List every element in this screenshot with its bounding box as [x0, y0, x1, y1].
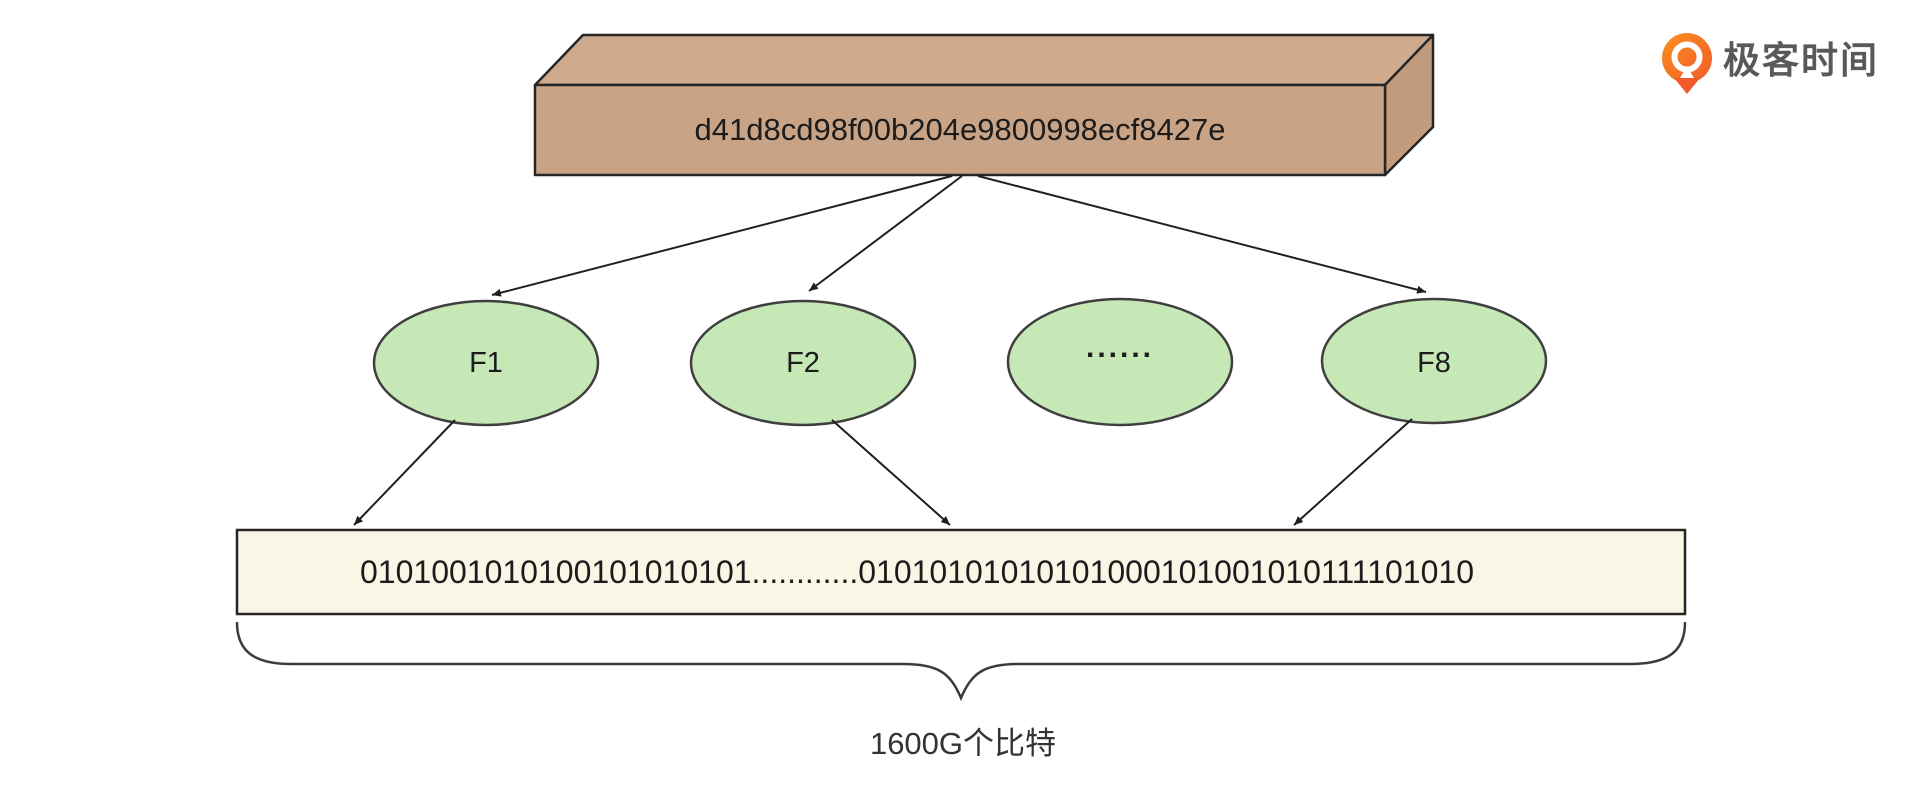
ellipse-f1: [372, 299, 600, 427]
ellipse-f8: [1320, 297, 1548, 425]
geektime-logo: 极客时间: [1658, 30, 1879, 84]
f8-label: F8: [1417, 347, 1451, 379]
arrow-f2-to-bits: [831, 419, 951, 526]
bit-string-box: [235, 528, 1687, 616]
bit-string-text: 0101001010100101010101............010101…: [360, 554, 1474, 590]
brace-shape: [235, 621, 1687, 702]
hash-box-3d: [533, 33, 1435, 177]
hash-text: d41d8cd98f00b204e9800998ecf8427e: [694, 112, 1226, 147]
hash-box-front-face: [533, 83, 1387, 177]
dots-label: ......: [1085, 331, 1154, 364]
arrow-hash-to-f1: [491, 175, 953, 297]
logo-text: 极客时间: [1723, 40, 1879, 81]
arrow-f8-to-bits: [1293, 418, 1413, 526]
hash-box-top-face: [533, 33, 1435, 87]
f2-label: F2: [786, 347, 820, 379]
arrow-f1-to-bits: [353, 419, 456, 526]
ellipse-dots: [1006, 297, 1234, 427]
ellipse-f2: [689, 299, 917, 427]
f1-label: F1: [469, 347, 503, 379]
arrow-hash-to-f2: [808, 175, 963, 292]
geektime-pin-icon: [1662, 33, 1712, 94]
arrow-hash-to-f8: [977, 175, 1427, 294]
brace-annotation: 1600G个比特: [869, 726, 1057, 761]
